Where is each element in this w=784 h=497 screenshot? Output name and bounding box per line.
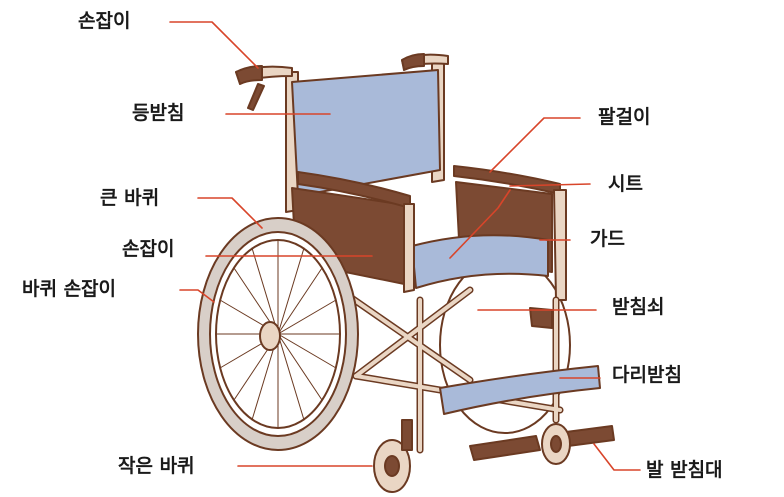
leader-lines [169,21,641,471]
label-hand-rim: 바퀴 손잡이 [22,278,117,300]
caster-front-left [373,419,413,493]
armrest-right [453,165,567,301]
footrest [469,425,615,461]
backrest [291,69,441,197]
caster-front-right [541,423,571,465]
label-footrest: 발 받침대 [646,459,723,481]
label-large-wheel: 큰 바퀴 [100,187,160,209]
label-brake: 받침쇠 [612,296,665,318]
label-hand-grip: 손잡이 [122,238,175,260]
label-seat: 시트 [608,173,643,195]
seat [411,234,549,289]
armrest-left [297,171,415,293]
label-side-guard: 가드 [590,228,625,250]
label-caster: 작은 바퀴 [118,455,195,477]
brake [529,307,553,329]
label-push-handle: 손잡이 [78,10,131,32]
large-wheel [197,217,359,451]
push-handle-grips [235,53,425,111]
label-backrest: 등받침 [132,102,185,124]
label-leg-rest: 다리받침 [612,364,682,386]
label-armrest: 팔걸이 [598,106,651,128]
